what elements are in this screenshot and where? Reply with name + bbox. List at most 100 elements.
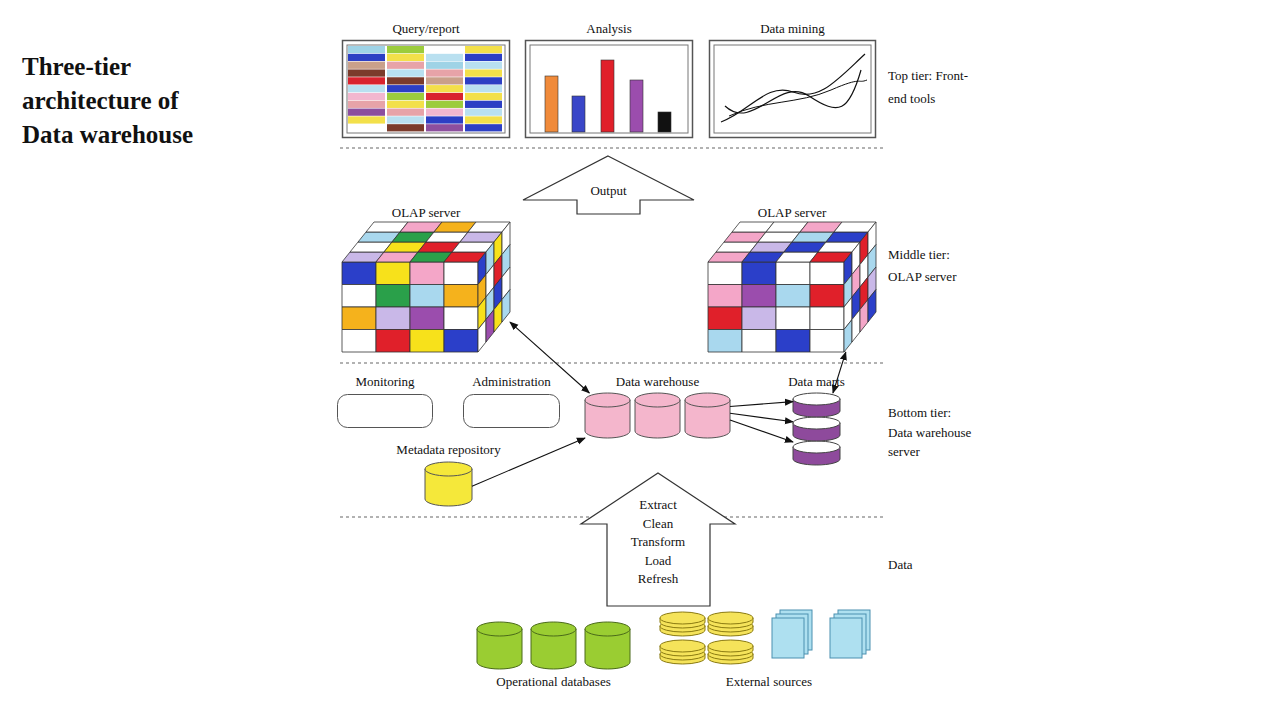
cube-label: OLAP server — [758, 205, 826, 220]
table-cell — [465, 124, 502, 131]
store-label: Metadata repository — [396, 442, 500, 457]
cube-cell — [810, 307, 844, 330]
store-label: Data warehouse — [616, 374, 699, 389]
block-arrow — [581, 473, 735, 606]
chart-bar — [630, 80, 643, 132]
cube-cell — [810, 330, 844, 353]
cube-cell — [502, 290, 510, 323]
document-sheet — [772, 618, 804, 658]
table-cell — [465, 93, 502, 100]
cylinder-top — [477, 622, 522, 636]
dashed-divider — [340, 362, 885, 363]
table-cell — [348, 85, 385, 92]
table-cell — [348, 77, 385, 84]
table-cell — [465, 54, 502, 61]
tier-label: Bottom tier: Data warehouse server — [888, 403, 978, 462]
cube-cell — [410, 285, 444, 308]
cylinder-top — [585, 622, 630, 636]
table-cell — [465, 46, 502, 53]
table-cell — [348, 54, 385, 61]
cube-cell — [810, 262, 844, 285]
cylinder-top — [425, 462, 472, 476]
table-cell — [465, 69, 502, 76]
cube-cell — [742, 285, 776, 308]
cube-cell — [742, 330, 776, 353]
table-cell — [387, 85, 424, 92]
rounded-box: Administration — [463, 394, 560, 428]
table-cell — [426, 116, 463, 123]
mining-panel-outline — [709, 40, 876, 138]
table-cell — [465, 109, 502, 116]
cube-cell — [860, 300, 868, 333]
cylinder-top — [685, 393, 730, 407]
olap-cube: OLAP server — [708, 222, 876, 352]
database-group: Operational databases — [477, 622, 630, 669]
cylinder-top — [660, 612, 705, 624]
table-cell — [348, 93, 385, 100]
box-label: Administration — [472, 374, 551, 389]
cylinder-top — [793, 417, 840, 429]
connector-arrow — [730, 402, 793, 407]
database-group-outline — [477, 622, 630, 669]
mining-panel: Data mining — [709, 40, 876, 138]
connector-arrow — [472, 438, 585, 486]
cube-cell — [376, 330, 410, 353]
arrow-label: Extract Clean Transform Load Refresh — [627, 496, 689, 589]
cube-cell — [868, 290, 876, 323]
cylinder-top — [660, 640, 705, 652]
table-cell — [387, 69, 424, 76]
cube-cell — [708, 330, 742, 353]
table-cell — [465, 101, 502, 108]
cube-cell — [494, 300, 502, 333]
report-panel: Query/report — [342, 40, 510, 138]
cylinder-top — [793, 393, 840, 405]
table-cell — [426, 46, 463, 53]
rounded-box — [464, 395, 560, 428]
panel-inner — [714, 45, 871, 133]
cube-cell — [342, 307, 376, 330]
table-cell — [426, 77, 463, 84]
mining-curve — [729, 80, 867, 116]
panel-label: Analysis — [586, 21, 632, 36]
dashed-divider — [340, 147, 885, 148]
connector-arrow — [730, 413, 793, 422]
cube-cell — [708, 285, 742, 308]
cube-cell — [410, 307, 444, 330]
table-cell — [348, 101, 385, 108]
table-cell — [426, 93, 463, 100]
external-source-group-outline — [660, 610, 878, 667]
cube-cell — [708, 262, 742, 285]
table-cell — [387, 77, 424, 84]
cube-cell — [776, 330, 810, 353]
tier-label: Top tier: Front-end tools — [888, 64, 978, 110]
mining-curve — [721, 54, 865, 122]
table-cell — [348, 69, 385, 76]
cylinder-top — [708, 640, 753, 652]
olap-cube: OLAP server — [342, 222, 510, 352]
cube-cell — [486, 310, 494, 343]
cube-cell — [844, 320, 852, 353]
olap-cube-outline — [342, 222, 510, 352]
table-cell — [387, 93, 424, 100]
table-cell — [465, 62, 502, 69]
data-mart-stack: Data marts — [793, 393, 840, 465]
chart-panel-outline — [525, 40, 693, 138]
table-cell — [426, 101, 463, 108]
table-cell — [426, 69, 463, 76]
table-cell — [387, 124, 424, 131]
panel-frame — [526, 41, 693, 138]
chart-bar — [572, 96, 585, 132]
cylinder-top — [531, 622, 576, 636]
cube-cell — [776, 285, 810, 308]
cube-cell — [444, 307, 478, 330]
cube-cell — [410, 330, 444, 353]
cube-cell — [342, 285, 376, 308]
cylinder-top — [635, 393, 680, 407]
cube-cell — [342, 262, 376, 285]
cube-cell — [444, 262, 478, 285]
warehouse-cylinders-outline — [585, 393, 730, 438]
cube-cell — [444, 330, 478, 353]
panel-inner — [530, 45, 688, 133]
rounded-box-outline — [337, 394, 433, 428]
